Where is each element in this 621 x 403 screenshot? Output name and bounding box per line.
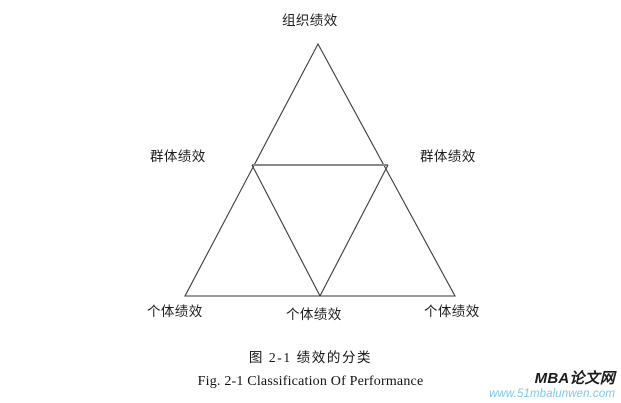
node-label-group-performance-left: 群体绩效 (150, 149, 206, 164)
watermark-site-url: www.51mbalunwen.com (489, 387, 615, 400)
watermark: MBA论文网 www.51mbalunwen.com (489, 370, 615, 401)
node-label-individual-performance-right: 个体绩效 (424, 304, 480, 319)
node-label-group-performance-right: 群体绩效 (420, 149, 476, 164)
node-label-individual-performance-center: 个体绩效 (286, 307, 342, 322)
outer-triangle (184, 42, 456, 297)
watermark-site-name: MBA论文网 (534, 369, 615, 387)
node-label-organizational-performance: 组织绩效 (282, 13, 338, 28)
figure-caption-chinese: 图 2-1 绩效的分类 (248, 350, 373, 365)
figure-caption-english: Fig. 2-1 Classification Of Performance (197, 374, 424, 389)
inner-right-edge (319, 164, 389, 297)
node-label-individual-performance-left: 个体绩效 (147, 304, 203, 319)
inner-left-edge (251, 164, 321, 297)
